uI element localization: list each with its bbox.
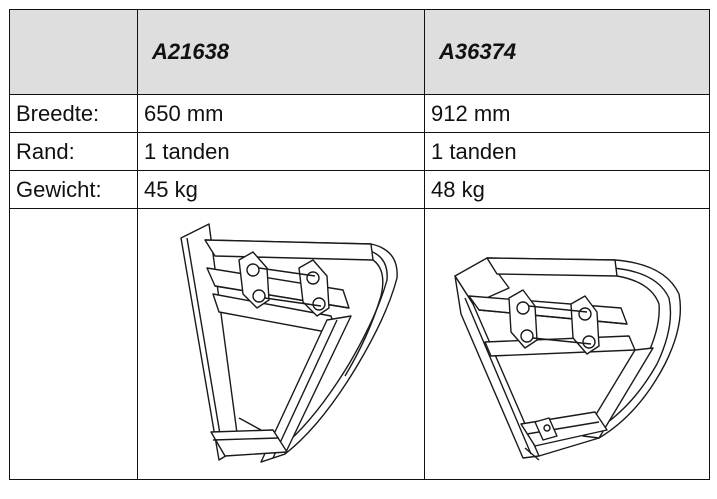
header-corner — [9, 9, 138, 95]
cell-value: 912 mm — [424, 94, 710, 133]
cell-value: 45 kg — [137, 170, 425, 209]
bucket-a21638-drawing — [180, 223, 398, 463]
row-label: Rand: — [9, 132, 138, 171]
cell-value: 1 tanden — [424, 132, 710, 171]
row-label: Gewicht: — [9, 170, 138, 209]
header-a36374: A36374 — [424, 9, 710, 95]
spec-table: A21638 A36374 Breedte: 650 mm 912 mm Ran… — [9, 9, 710, 480]
row-edge: Rand: 1 tanden 1 tanden — [9, 132, 710, 171]
image-row-blank — [9, 208, 138, 480]
cell-value: 650 mm — [137, 94, 425, 133]
row-width: Breedte: 650 mm 912 mm — [9, 94, 710, 133]
cell-value: 48 kg — [424, 170, 710, 209]
image-row — [9, 208, 710, 480]
row-label: Breedte: — [9, 94, 138, 133]
cell-value: 1 tanden — [137, 132, 425, 171]
bucket-a36374-drawing — [454, 257, 682, 461]
header-a21638: A21638 — [137, 9, 425, 95]
image-cell-a21638 — [137, 208, 425, 480]
image-cell-a36374 — [424, 208, 710, 480]
header-row: A21638 A36374 — [9, 9, 710, 95]
row-weight: Gewicht: 45 kg 48 kg — [9, 170, 710, 209]
